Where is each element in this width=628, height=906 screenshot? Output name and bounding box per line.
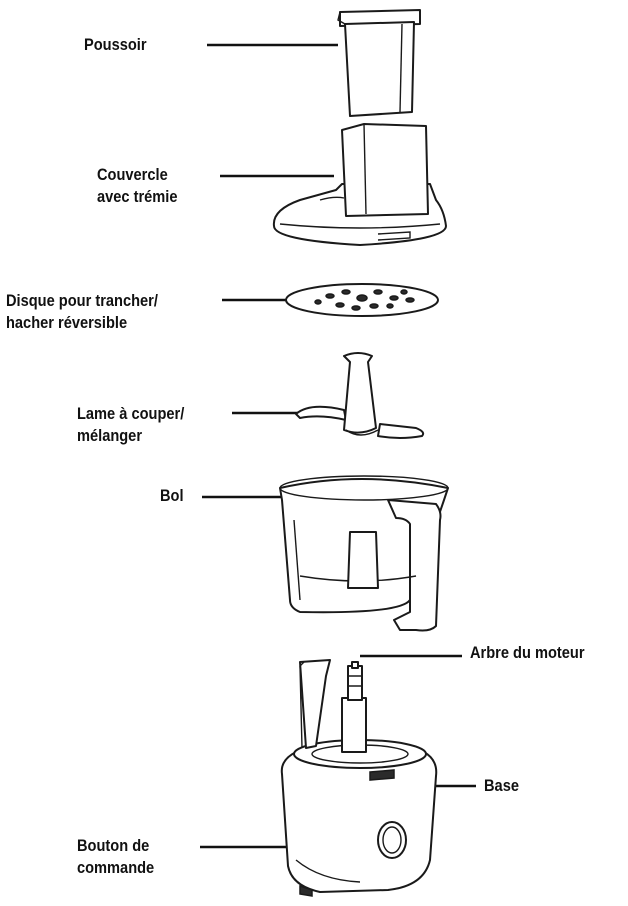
motor-base-part (280, 659, 438, 897)
control-knob-label: Bouton de commande (77, 836, 155, 877)
bowl-part (279, 475, 449, 632)
pusher-part (337, 9, 421, 117)
lid-part (272, 123, 447, 246)
disc-label: Disque pour trancher/ hacher réversible (6, 291, 158, 332)
motor-shaft-label: Arbre du moteur (470, 643, 585, 662)
bowl-label: Bol (160, 486, 184, 505)
chopping-blade-part (295, 352, 425, 439)
lid-label: Couvercle avec trémie (97, 165, 178, 206)
slicing-disc-part (285, 283, 439, 317)
blade-label: Lame à couper/ mélanger (77, 404, 185, 445)
pusher-label: Poussoir (84, 35, 147, 54)
base-label: Base (484, 776, 519, 795)
